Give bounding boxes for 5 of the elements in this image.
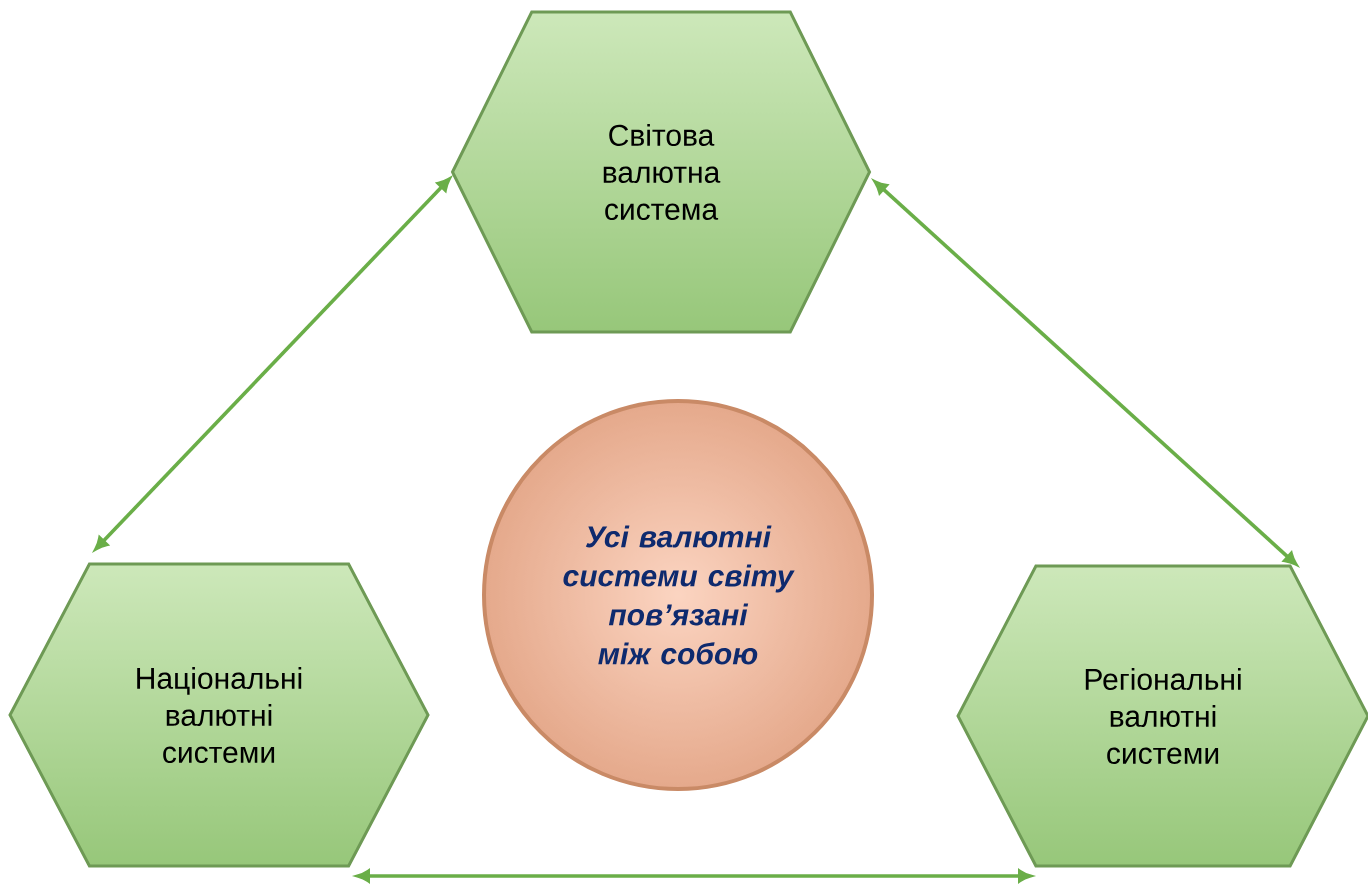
circle-callout: Усі валютні системи світу пов’язані між собою xyxy=(482,399,874,791)
double-arrow xyxy=(873,180,1298,566)
double-arrow xyxy=(94,177,451,551)
hexagon-box: Регіональні валютні системи xyxy=(956,564,1368,868)
hexagon-box: Національні валютні системи xyxy=(8,562,430,868)
